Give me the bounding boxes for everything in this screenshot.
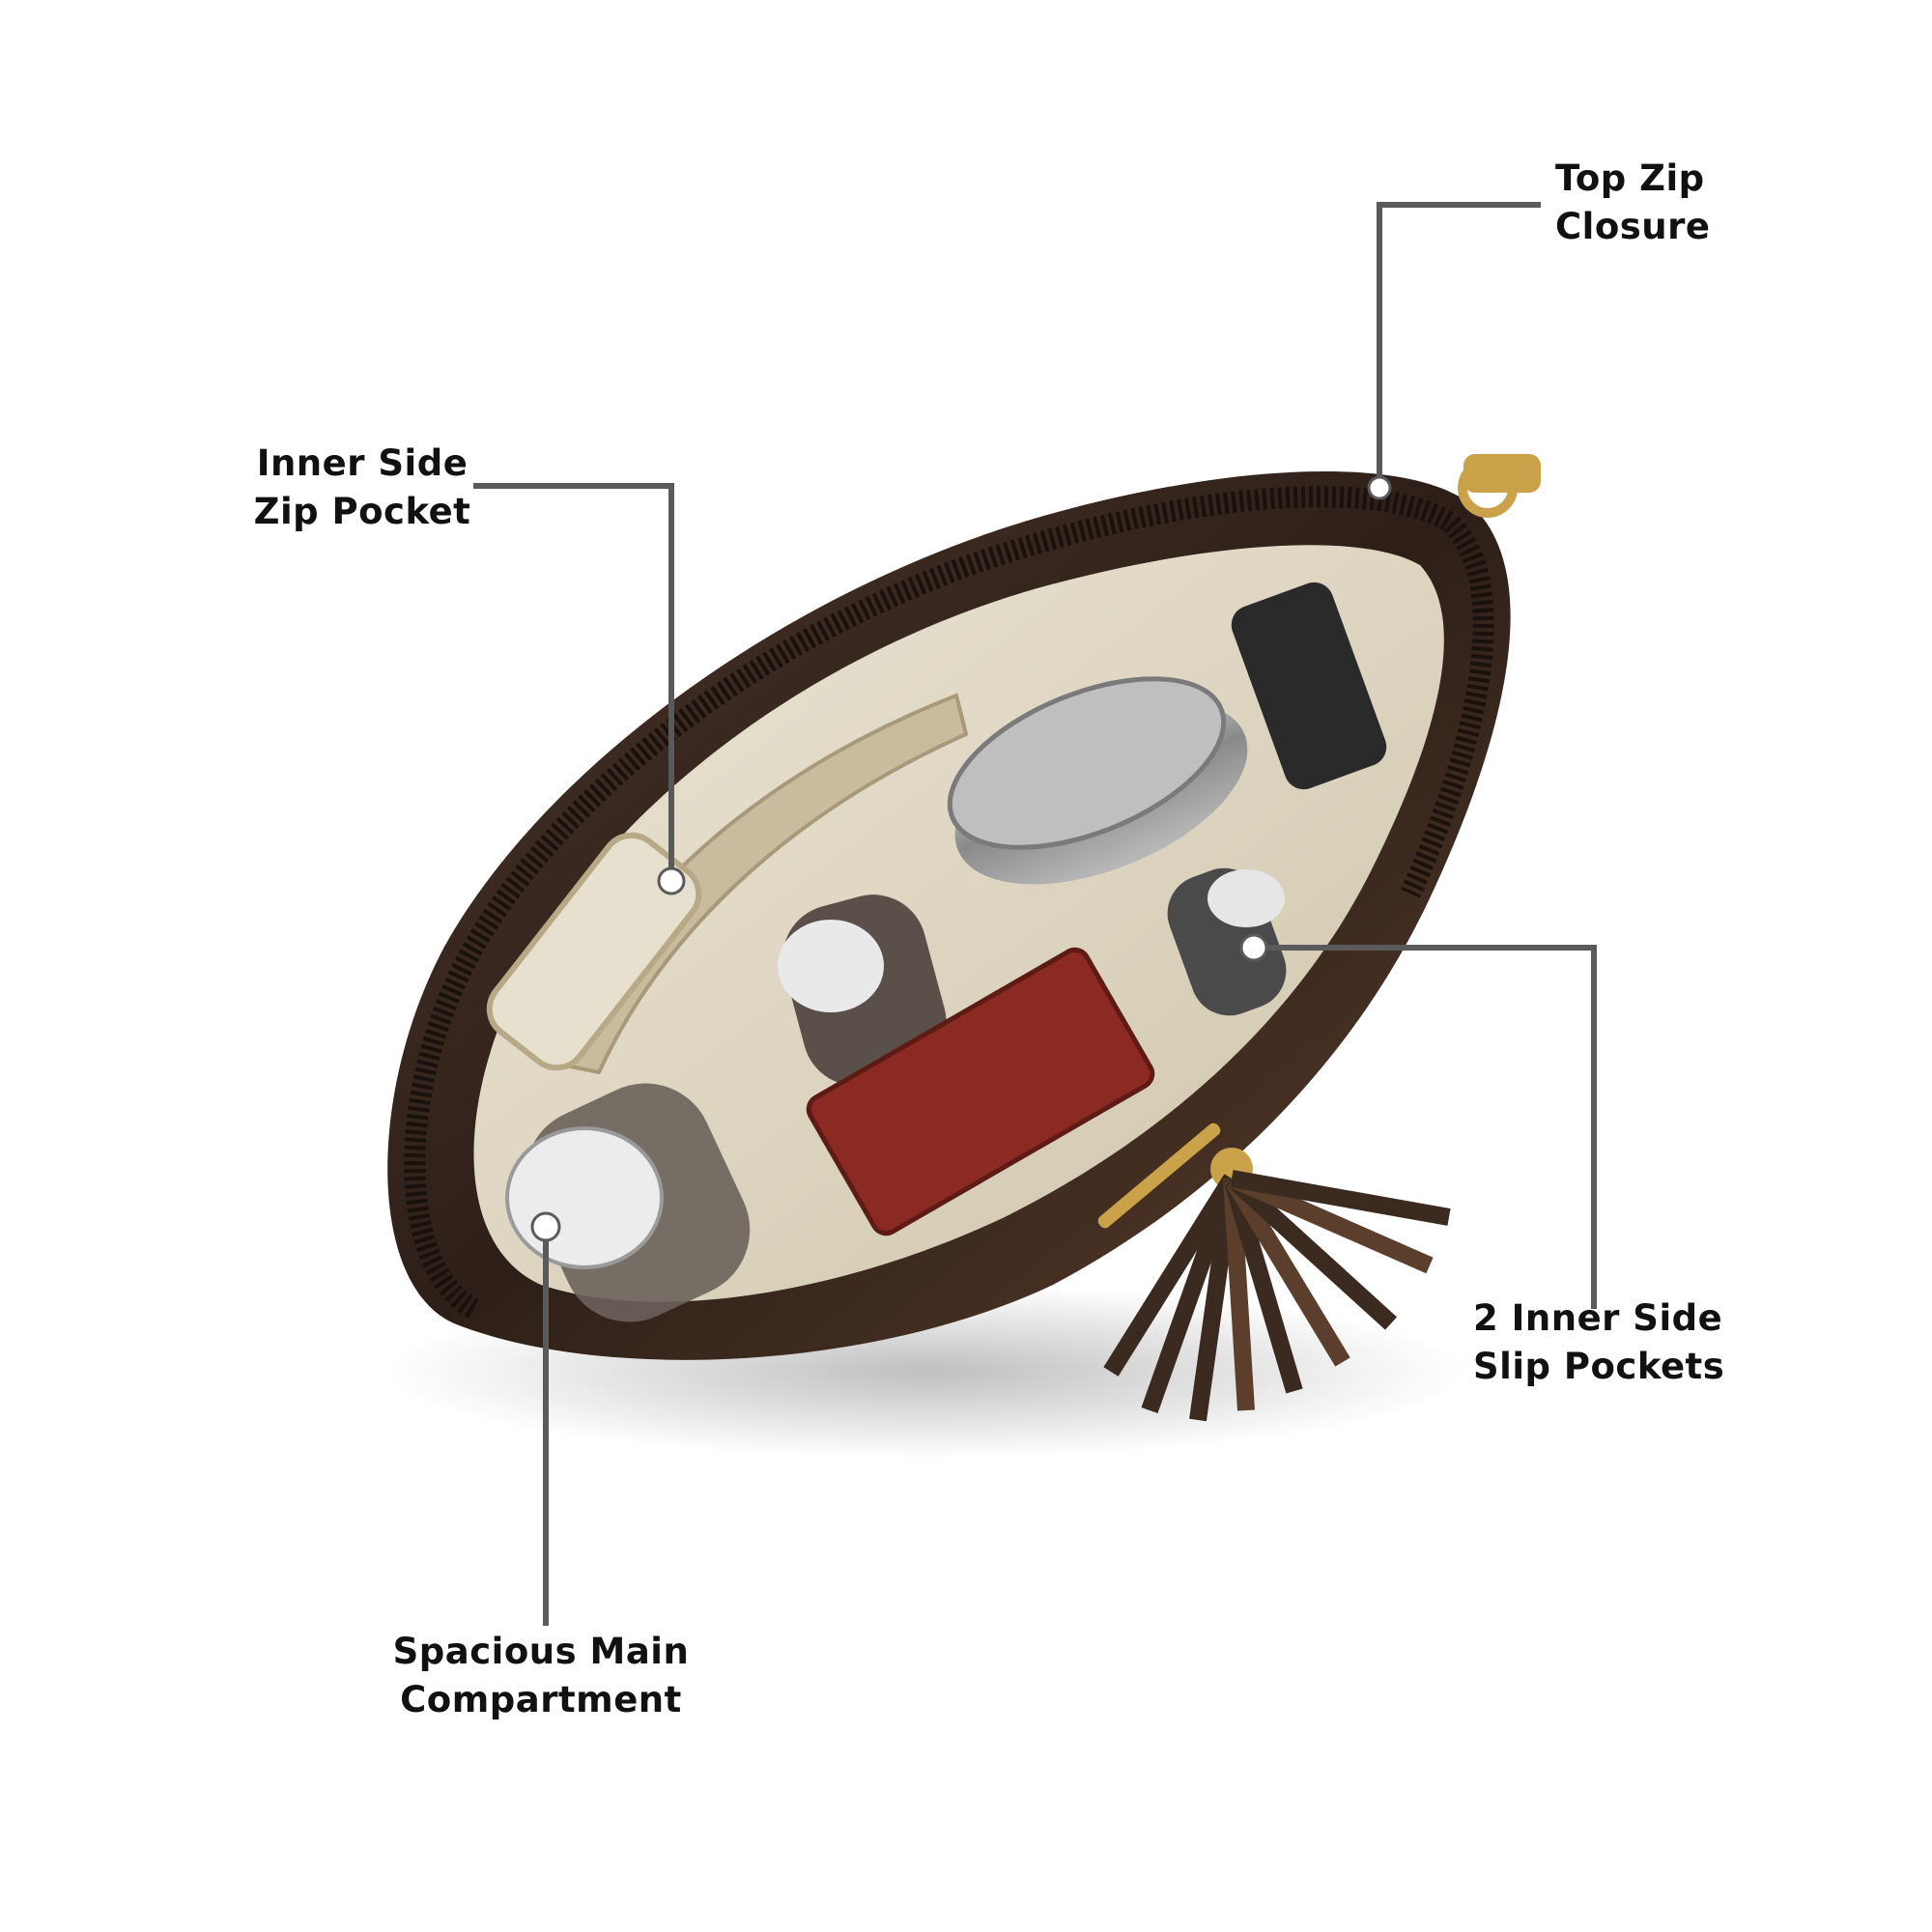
- middle-bottle-cap: [778, 920, 884, 1012]
- large-bottle-cap: [505, 1126, 664, 1269]
- tassel: [1103, 1148, 1451, 1422]
- callout-line-inner-zip-pocket: [473, 483, 674, 881]
- label-inner-zip-line1: Inner Side: [256, 442, 469, 484]
- tin-container-top: [947, 676, 1227, 850]
- zipper-track: [404, 486, 1494, 1319]
- label-slip-line1: 2 Inner Side: [1473, 1297, 1723, 1339]
- callout-line-slip-pockets: [1259, 945, 1597, 1309]
- label-inner-side-zip-pocket: Inner Side Zip Pocket: [246, 440, 478, 536]
- phone: [486, 832, 702, 1071]
- label-main-line1: Spacious Main: [392, 1631, 690, 1672]
- callout-dot-slip-pockets: [1239, 933, 1268, 962]
- callout-dot-inner-zip-pocket: [657, 867, 686, 895]
- callout-dot-top-zip: [1367, 475, 1392, 500]
- label-spacious-main-compartment: Spacious Main Compartment: [382, 1628, 700, 1724]
- compact-case: [1231, 582, 1387, 790]
- label-main-line2: Compartment: [400, 1679, 682, 1720]
- zip-pull-clasp: [1463, 454, 1541, 493]
- label-top-zip-closure: Top Zip Closure: [1555, 155, 1710, 251]
- red-cardholder: [806, 947, 1155, 1236]
- label-slip-line2: Slip Pockets: [1473, 1346, 1725, 1387]
- callout-dot-main-compartment: [530, 1211, 561, 1242]
- callout-line-top-zip: [1377, 202, 1541, 483]
- label-top-zip-line1: Top Zip: [1555, 157, 1705, 199]
- label-inner-zip-line2: Zip Pocket: [253, 491, 471, 532]
- brand-plate: [1097, 1122, 1221, 1229]
- small-bottle-cap: [1208, 869, 1285, 927]
- label-top-zip-line2: Closure: [1555, 206, 1711, 247]
- label-inner-side-slip-pockets: 2 Inner Side Slip Pockets: [1473, 1294, 1724, 1391]
